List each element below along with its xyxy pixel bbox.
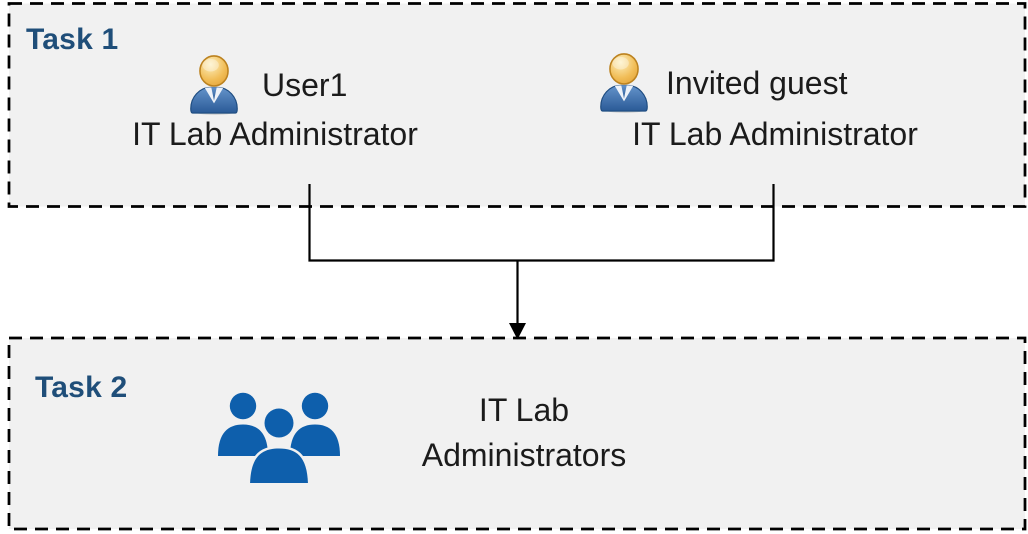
task1-box [7,2,1027,208]
task1-label: Task 1 [26,23,119,56]
arrow-down-icon [509,323,526,340]
task2-box [7,336,1027,531]
connector-line [308,184,775,327]
group-name-line1: IT Lab [478,392,570,428]
person1-role: IT Lab Administrator [132,116,418,152]
group-name: IT Lab Administrators [422,388,627,478]
task2-label: Task 2 [35,371,128,404]
person2-role: IT Lab Administrator [632,116,918,152]
person1-name: User1 [262,67,348,103]
person2-name: Invited guest [666,65,848,101]
group-name-line2: Administrators [421,437,627,473]
